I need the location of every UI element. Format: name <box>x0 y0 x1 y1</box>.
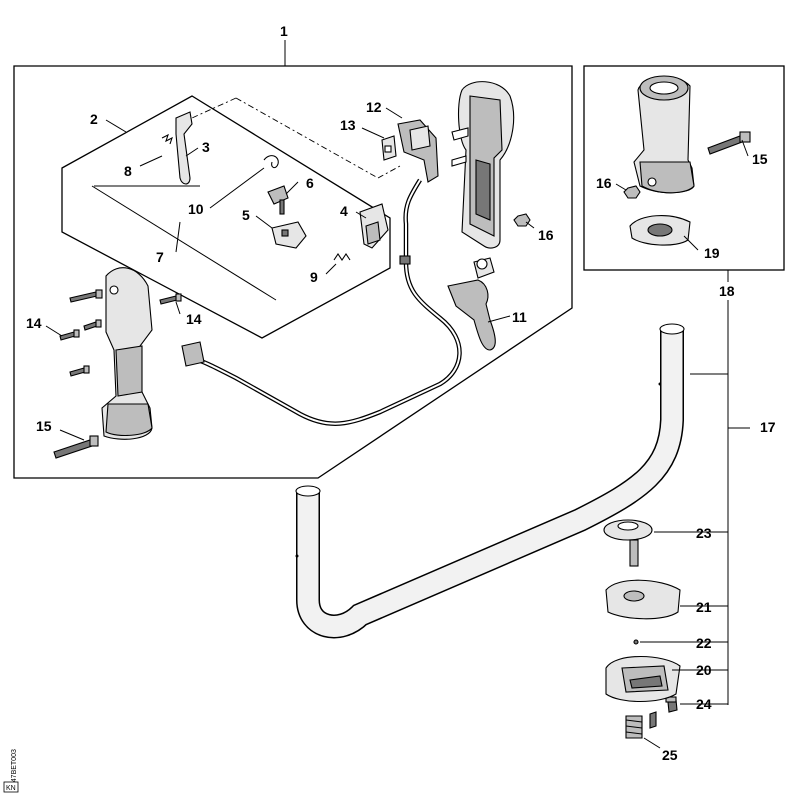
clamp-base-20 <box>605 655 681 702</box>
callout-16-kit: 16 <box>596 175 612 191</box>
callout-23: 23 <box>696 525 712 541</box>
switch-6 <box>267 185 289 215</box>
lever-3 <box>175 111 193 185</box>
callout-6: 6 <box>306 175 314 191</box>
callout-25: 25 <box>662 747 678 763</box>
callout-9: 9 <box>310 269 318 285</box>
spring-8 <box>161 133 173 145</box>
nut-16-kit <box>623 185 641 199</box>
callout-20: 20 <box>696 662 712 678</box>
callout-1: 1 <box>280 23 288 39</box>
callout-5: 5 <box>242 207 250 223</box>
clip-13 <box>381 135 397 161</box>
callout-19: 19 <box>704 245 720 261</box>
handle-kit-18-frame <box>583 65 785 705</box>
callout-14-left: 14 <box>26 315 42 331</box>
callout-16-right: 16 <box>538 227 554 243</box>
clamp-19 <box>629 215 691 246</box>
contact-5 <box>271 221 307 249</box>
callout-8: 8 <box>124 163 132 179</box>
callout-4: 4 <box>340 203 348 219</box>
callout-21: 21 <box>696 599 712 615</box>
loop-handle-tube <box>295 323 685 639</box>
callout-24: 24 <box>696 696 712 712</box>
leader-lines <box>45 107 749 749</box>
margin-code: 4147BET003 <box>11 749 18 790</box>
callout-14-mid: 14 <box>186 311 202 327</box>
assembly-1-frame <box>13 40 573 479</box>
callout-10: 10 <box>188 201 204 217</box>
knob-23 <box>603 519 653 567</box>
callout-7: 7 <box>156 249 164 265</box>
corner-code-box: KN <box>3 781 19 793</box>
callout-12: 12 <box>366 99 382 115</box>
control-handle-housing <box>451 81 515 249</box>
spring-25 <box>625 711 657 739</box>
spring-10 <box>263 155 279 169</box>
spring-9 <box>333 253 351 261</box>
grip-handle <box>633 75 695 194</box>
callout-15-kit: 15 <box>752 151 768 167</box>
nut-16-right <box>513 213 531 227</box>
subassembly-2-frame <box>61 95 401 339</box>
trigger-lever-11 <box>447 257 496 351</box>
callout-2: 2 <box>90 111 98 127</box>
switch-part-12 <box>397 119 439 183</box>
pin-22 <box>633 639 639 645</box>
callout-17: 17 <box>760 419 776 435</box>
callout-labels: 1 2 3 8 6 10 5 4 7 9 13 12 16 11 14 14 1… <box>26 23 776 763</box>
left-handle-half <box>101 267 153 440</box>
callout-15-left: 15 <box>36 418 52 434</box>
corner-code: KN <box>6 785 16 792</box>
callout-18: 18 <box>719 283 735 299</box>
callout-11: 11 <box>512 309 527 325</box>
callout-22: 22 <box>696 635 712 651</box>
callout-3: 3 <box>202 139 210 155</box>
clamp-top-21 <box>605 579 681 620</box>
throttle-cable <box>181 178 462 426</box>
bracket-4 <box>359 203 389 249</box>
callout-13: 13 <box>340 117 356 133</box>
